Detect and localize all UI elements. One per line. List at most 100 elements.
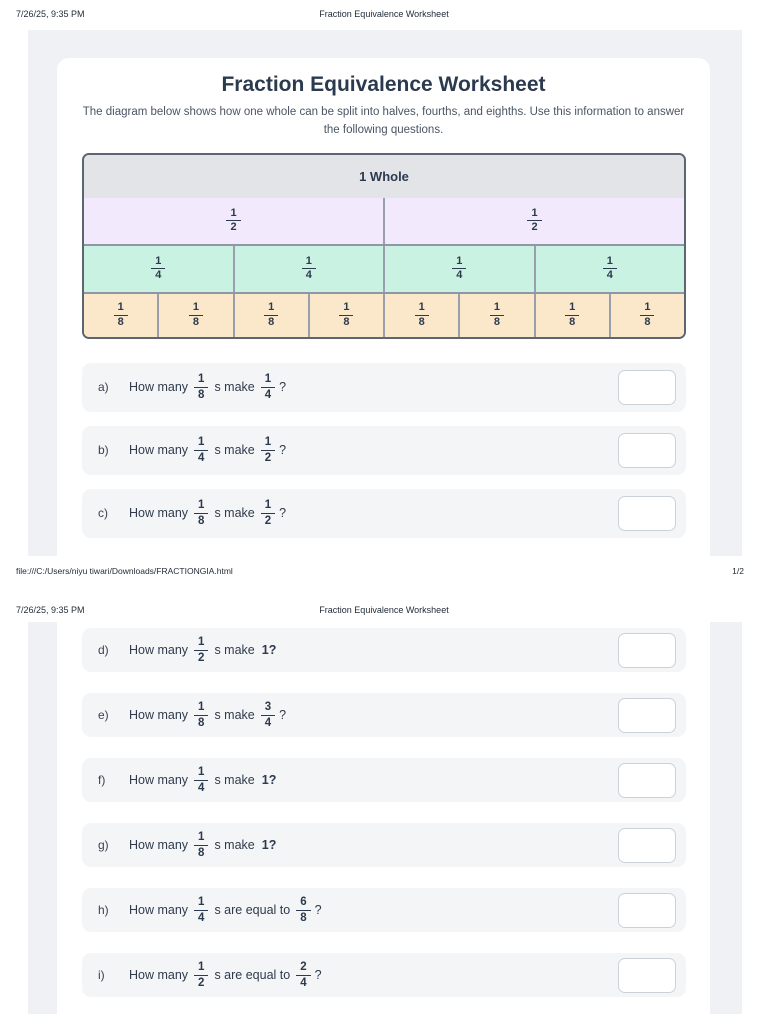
page-subtitle: The diagram below shows how one whole ca…	[82, 106, 685, 136]
print-header-title: Fraction Equivalence Worksheet	[319, 9, 449, 19]
question-tail: ?	[279, 708, 287, 722]
print-header-datetime-p2: 7/26/25, 9:35 PM	[16, 605, 85, 615]
question-connector-text: s make	[214, 443, 255, 458]
page-title: Fraction Equivalence Worksheet	[221, 73, 546, 96]
answer-input-i[interactable]	[618, 957, 676, 993]
answer-input-b[interactable]	[618, 432, 676, 468]
question-lead-text: How many	[129, 903, 189, 917]
question-letter: c)	[98, 506, 108, 521]
question-lead-text: How many	[129, 838, 189, 852]
answer-input-c[interactable]	[618, 495, 676, 531]
question-connector-text: s make	[214, 506, 255, 521]
question-whole-target: 1?	[261, 773, 277, 787]
question-tail: ?	[279, 506, 287, 521]
question-lead-text: How many	[129, 708, 189, 722]
question-letter: b)	[98, 443, 109, 458]
question-tail: ?	[279, 380, 287, 395]
print-header-title-p2: Fraction Equivalence Worksheet	[319, 605, 449, 615]
question-tail: ?	[314, 968, 322, 982]
question-lead-text: How many	[129, 968, 189, 982]
answer-input-h[interactable]	[618, 892, 676, 928]
question-connector-text: s are equal to	[214, 903, 291, 917]
answer-input-d[interactable]	[618, 632, 676, 668]
question-letter: g)	[98, 838, 109, 852]
answer-input-e[interactable]	[618, 697, 676, 733]
question-letter: a)	[98, 380, 109, 395]
question-connector-text: s are equal to	[214, 968, 291, 982]
answer-input-g[interactable]	[618, 827, 676, 863]
question-letter: e)	[98, 708, 109, 722]
question-connector-text: s make	[214, 838, 255, 852]
question-lead-text: How many	[129, 506, 189, 521]
question-tail: ?	[279, 443, 287, 458]
answer-input-a[interactable]	[618, 369, 676, 405]
answer-input-f[interactable]	[618, 762, 676, 798]
whole-label: 1 Whole	[359, 168, 409, 184]
question-connector-text: s make	[214, 773, 255, 787]
question-lead-text: How many	[129, 443, 189, 458]
question-connector-text: s make	[214, 380, 255, 395]
print-header-datetime: 7/26/25, 9:35 PM	[16, 9, 85, 19]
question-tail: ?	[314, 903, 322, 917]
worksheet-card-page1: Fraction Equivalence Worksheet The diagr…	[57, 58, 710, 556]
question-letter: f)	[98, 773, 106, 787]
question-whole-target: 1?	[261, 643, 277, 657]
question-connector-text: s make	[214, 708, 255, 722]
print-footer-url: file:///C:/Users/niyu tiwari/Downloads/F…	[16, 566, 233, 576]
question-connector-text: s make	[214, 643, 255, 657]
print-footer-pagenum: 1/2	[732, 566, 744, 576]
question-letter: i)	[98, 968, 105, 982]
question-whole-target: 1?	[261, 838, 277, 852]
question-letter: h)	[98, 903, 109, 917]
